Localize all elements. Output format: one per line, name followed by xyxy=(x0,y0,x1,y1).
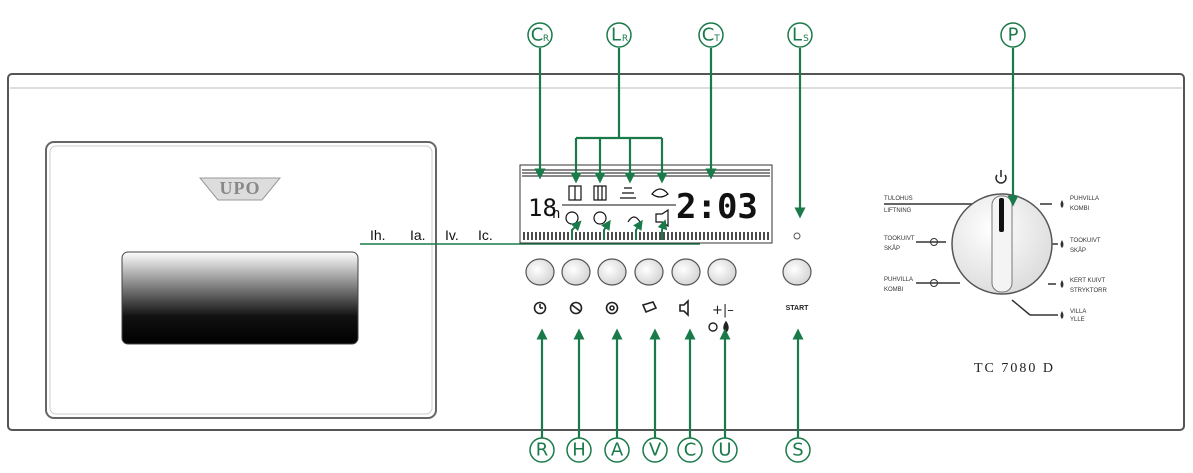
svg-text:R: R xyxy=(543,34,549,44)
svg-text:KOMBI: KOMBI xyxy=(1070,206,1090,212)
button-symbols xyxy=(533,299,689,317)
svg-text:R: R xyxy=(622,34,628,44)
model-name: TC 7080 D xyxy=(974,361,1055,376)
callout-h: H xyxy=(566,437,592,463)
callout-cr: C R xyxy=(527,22,553,48)
svg-text:KOMBI: KOMBI xyxy=(884,287,904,293)
svg-text:V: V xyxy=(649,440,662,461)
dial-label-texts: TULOHUS LIFTNING TOOKUIVT SKÅP PUHVILLA … xyxy=(884,196,1107,323)
callout-c: C xyxy=(677,437,703,463)
dial-pointer xyxy=(999,198,1004,232)
callout-a: A xyxy=(604,437,630,463)
svg-text:Ic.: Ic. xyxy=(478,227,493,243)
button-v[interactable] xyxy=(634,258,664,286)
button-u[interactable] xyxy=(707,258,737,286)
svg-text:L: L xyxy=(611,25,621,46)
bottom-callouts: R H A V C U S xyxy=(529,437,811,463)
button-a[interactable] xyxy=(597,258,627,286)
lcd-timer-icon xyxy=(593,211,607,225)
svg-text:Ia.: Ia. xyxy=(410,227,426,243)
svg-text:Ih.: Ih. xyxy=(370,227,386,243)
lcd-icon-2 xyxy=(593,185,607,201)
lcd-icon-3 xyxy=(620,187,636,199)
delay-start-icon xyxy=(533,301,547,315)
svg-text:TOOKUIVT: TOOKUIVT xyxy=(884,236,915,242)
callout-s: S xyxy=(785,437,811,463)
drop-icon-right-mid xyxy=(1060,240,1064,248)
dial-symbol-icons xyxy=(930,200,1064,319)
svg-text:VILLA: VILLA xyxy=(1070,309,1086,315)
button-r[interactable] xyxy=(525,258,555,286)
svg-text:H: H xyxy=(572,440,586,461)
svg-text:TOOKUIVT: TOOKUIVT xyxy=(1070,238,1101,244)
svg-text:S: S xyxy=(803,34,809,44)
timer-icon-left-mid xyxy=(930,238,938,246)
brand-logo: UPO xyxy=(198,177,282,201)
svg-text:C: C xyxy=(531,25,544,46)
callout-ls: L S xyxy=(787,22,813,48)
button-row xyxy=(525,258,737,286)
lcd-top-scale xyxy=(522,169,770,177)
svg-text:STRYKTORR: STRYKTORR xyxy=(1070,288,1107,294)
lcd-program-icons xyxy=(568,185,669,201)
svg-text:R: R xyxy=(536,440,549,461)
indicator-callout-arrows xyxy=(570,219,668,240)
lcd-left-digits: 18 xyxy=(528,194,557,222)
svg-text:PUHVILLA: PUHVILLA xyxy=(1070,196,1099,202)
callout-ct: C T xyxy=(698,22,724,48)
drawer[interactable]: UPO xyxy=(45,141,437,419)
svg-text:KERT KUIVT: KERT KUIVT xyxy=(1070,278,1105,284)
svg-text:C: C xyxy=(684,440,697,461)
speaker-icon xyxy=(679,299,689,317)
svg-text:TULOHUS: TULOHUS xyxy=(884,196,913,202)
adjust-symbol: +|– xyxy=(712,303,734,318)
start-indicator-light xyxy=(793,232,801,240)
svg-text:LIFTNING: LIFTNING xyxy=(884,208,912,214)
drying-time-icon xyxy=(569,301,583,315)
button-c[interactable] xyxy=(671,258,701,286)
tag-icon xyxy=(641,301,658,314)
svg-text:U: U xyxy=(718,440,731,461)
drop-icon-right-top xyxy=(1060,200,1064,208)
callout-v: V xyxy=(642,437,668,463)
lcd-left-unit: h xyxy=(552,206,560,222)
lcd-right-digits: 2:03 xyxy=(676,187,758,227)
callout-p: P xyxy=(1000,22,1026,48)
bottom-callout-arrows xyxy=(536,328,804,438)
svg-text:SKÅP: SKÅP xyxy=(884,245,900,252)
svg-text:YLLE: YLLE xyxy=(1070,317,1085,323)
top-callout-arrows xyxy=(534,48,1019,219)
drawer-handle-slot[interactable] xyxy=(121,251,359,345)
lcd-sound-icon xyxy=(655,208,669,228)
drop-icon-right-low xyxy=(1060,280,1064,288)
callout-lr: L R xyxy=(606,22,632,48)
svg-text:T: T xyxy=(713,34,720,44)
lcd-icon-4 xyxy=(651,188,669,198)
start-button[interactable] xyxy=(782,258,812,286)
svg-text:L: L xyxy=(792,25,802,46)
svg-text:C: C xyxy=(702,25,715,46)
start-label: START xyxy=(786,305,810,312)
svg-text:PUHVILLA: PUHVILLA xyxy=(884,277,913,283)
button-h[interactable] xyxy=(561,258,591,286)
lcd-display: 18 h 2:03 xyxy=(519,164,773,244)
indicator-labels: Ih. Ia. Iv. Ic. xyxy=(370,227,493,243)
power-icon xyxy=(995,170,1007,184)
svg-text:Iv.: Iv. xyxy=(445,227,459,243)
anti-crease-icon xyxy=(605,301,619,315)
svg-text:A: A xyxy=(611,440,624,461)
svg-text:P: P xyxy=(1008,25,1019,46)
callout-r: R xyxy=(529,437,555,463)
program-dial-area: TULOHUS LIFTNING TOOKUIVT SKÅP PUHVILLA … xyxy=(884,170,1107,376)
timer-icon-left-low xyxy=(930,279,938,287)
svg-text:S: S xyxy=(792,440,803,461)
drop-icon-right-bottom xyxy=(1060,311,1064,319)
svg-text:SKÅP: SKÅP xyxy=(1070,247,1086,254)
top-callouts: C R L R C T L S P xyxy=(527,22,1026,48)
program-dial[interactable] xyxy=(951,193,1053,295)
callout-u: U xyxy=(712,437,738,463)
svg-text:UPO: UPO xyxy=(220,178,261,198)
